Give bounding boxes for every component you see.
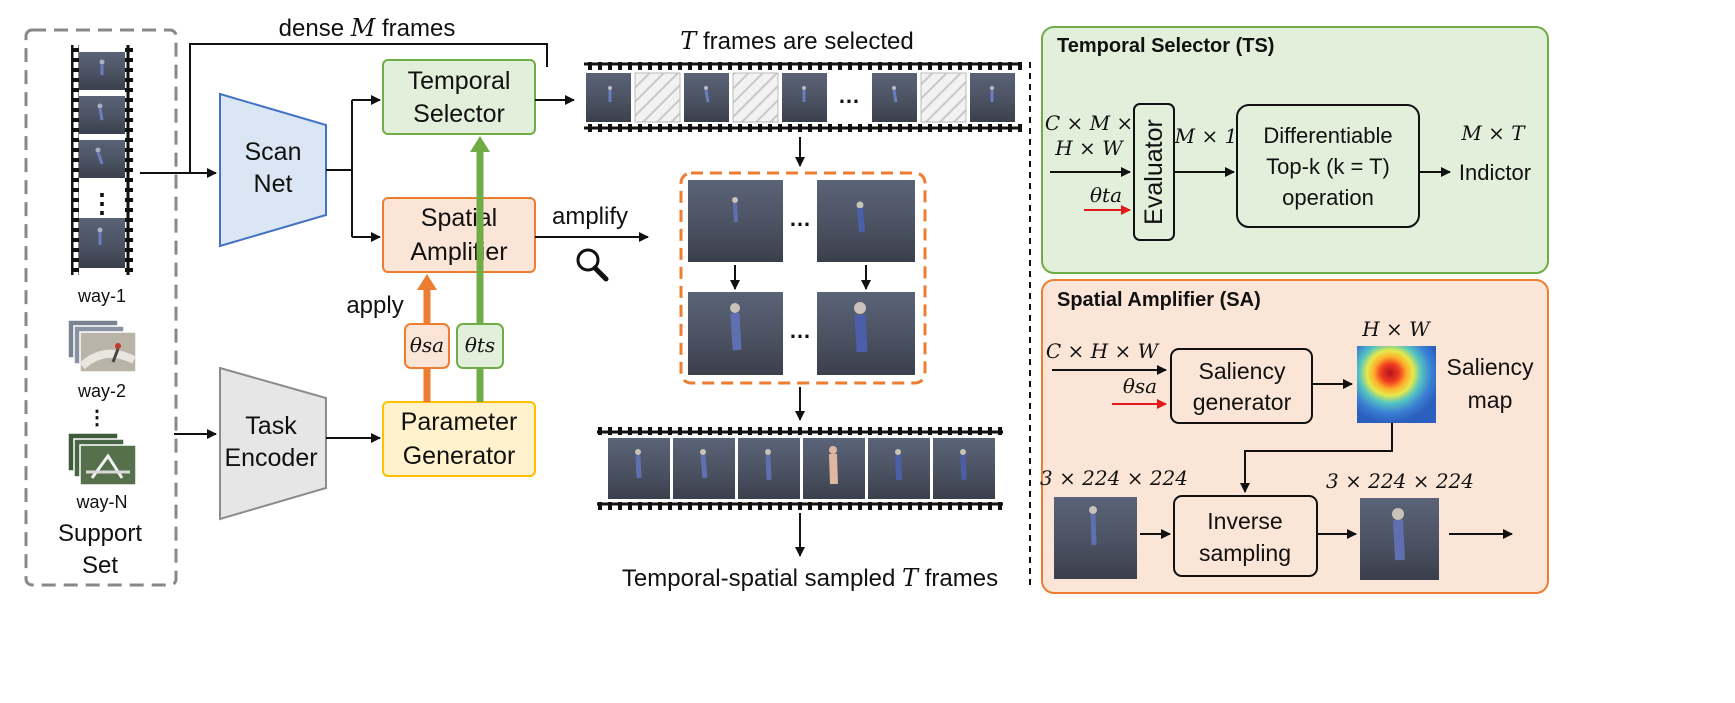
inverse-sampling-block: [1173, 495, 1318, 577]
spatial-amplifier-block: [382, 197, 536, 273]
amplify-label: amplify: [552, 203, 628, 230]
ts-theta-label: θta: [1090, 183, 1122, 207]
theta-ts-label: θts: [465, 333, 495, 357]
arrow-theta-sa-head: [417, 274, 437, 290]
way-1-label: way-1: [77, 286, 126, 306]
apply-label: apply: [346, 292, 403, 319]
selected-frames-label: T frames are selected: [680, 27, 913, 55]
topk-label-1: Differentiable: [1263, 123, 1392, 148]
saliency-map-label-2: map: [1468, 387, 1513, 413]
saliency-map-dims: H × W: [1361, 317, 1431, 341]
spatial-amplifier-label-1: Spatial: [421, 204, 497, 232]
scan-net-label-1: Scan: [245, 138, 302, 166]
saliency-generator-label-1: Saliency: [1199, 358, 1286, 384]
amplified-frames-box: [679, 171, 927, 385]
scan-net-label-2: Net: [254, 170, 293, 198]
film-ellipsis: ⋮: [89, 188, 115, 218]
task-encoder-block: [219, 366, 327, 521]
sa-input-dims: C × H × W: [1046, 339, 1160, 363]
topk-label-3: operation: [1282, 185, 1374, 210]
theta-sa-label: θsa: [410, 333, 444, 357]
ts-mid-dims: M × 1: [1174, 124, 1238, 148]
way-2-label: way-2: [77, 381, 126, 401]
saliency-map-image: [1357, 346, 1436, 423]
ts-input-dims-1: C × M ×: [1045, 111, 1133, 135]
strip-ellipsis: …: [838, 83, 860, 108]
support-set-frame: [24, 28, 178, 587]
dense-frames-path: [189, 43, 548, 173]
topk-block: [1236, 104, 1420, 228]
topk-label-2: Top-k (k = T): [1266, 154, 1390, 179]
way-N-label: way-N: [75, 492, 127, 512]
task-encoder-label-1: Task: [245, 412, 297, 440]
frame-skipped: [920, 72, 967, 123]
arrow-theta-ts-head: [470, 136, 490, 152]
frame-skipped: [732, 72, 779, 123]
wayN-stack: [67, 432, 137, 486]
saliency-generator-label-2: generator: [1193, 389, 1292, 415]
output-frames-strip: [597, 427, 1003, 510]
amplified-ellipsis-bottom: …: [789, 318, 811, 343]
frame-skipped: [634, 72, 681, 123]
map-to-inverse-arrow: [1240, 423, 1393, 493]
magnifier-icon: [576, 248, 609, 282]
film-frame: [79, 218, 125, 268]
ts-input-dims-2: H × W: [1054, 136, 1124, 160]
task-encoder-label-2: Encoder: [224, 444, 317, 472]
parameter-generator-label-1: Parameter: [401, 408, 518, 436]
parameter-generator-block: [382, 401, 536, 477]
inverse-sampling-label-1: Inverse: [1207, 508, 1282, 534]
ts-panel-title: Temporal Selector (TS): [1057, 35, 1274, 57]
ways-ellipsis: ⋮: [87, 407, 107, 429]
sa-theta-label: θsa: [1123, 374, 1157, 398]
support-set-title-2: Set: [82, 552, 118, 579]
sa-out-image-dims: 3 × 224 × 224: [1326, 469, 1474, 493]
dense-frames-label: dense M frames: [279, 14, 456, 42]
temporal-selector-label-1: Temporal: [408, 67, 511, 95]
frame-before-amplify: [817, 180, 915, 262]
temporal-selector-block: [382, 59, 536, 135]
ts-out-dims: M × T: [1460, 121, 1526, 145]
way2-stack: [67, 319, 137, 373]
inverse-sampling-label-2: sampling: [1199, 540, 1291, 566]
saliency-generator-block: [1170, 348, 1313, 424]
amplified-ellipsis-top: …: [789, 206, 811, 231]
theta-sa-box: [404, 323, 450, 369]
sa-panel-title: Spatial Amplifier (SA): [1057, 289, 1261, 311]
ts-out-label: Indictor: [1459, 160, 1531, 185]
way1-film-strip: [71, 45, 133, 275]
sa-in-image-dims: 3 × 224 × 224: [1040, 466, 1188, 490]
evaluator-label: Evaluator: [1140, 119, 1168, 225]
saliency-map-label-1: Saliency: [1447, 354, 1534, 380]
scan-net-block: [219, 92, 327, 248]
support-set-title-1: Support: [58, 520, 142, 547]
spatial-amplifier-label-2: Amplifier: [410, 238, 507, 266]
output-label: Temporal-spatial sampled T frames: [622, 564, 998, 592]
film-frame: [79, 140, 125, 178]
selected-frames-strip: [584, 62, 1022, 132]
parameter-generator-label-2: Generator: [403, 442, 516, 470]
temporal-selector-label-2: Selector: [413, 100, 505, 128]
theta-ts-box: [456, 323, 504, 369]
